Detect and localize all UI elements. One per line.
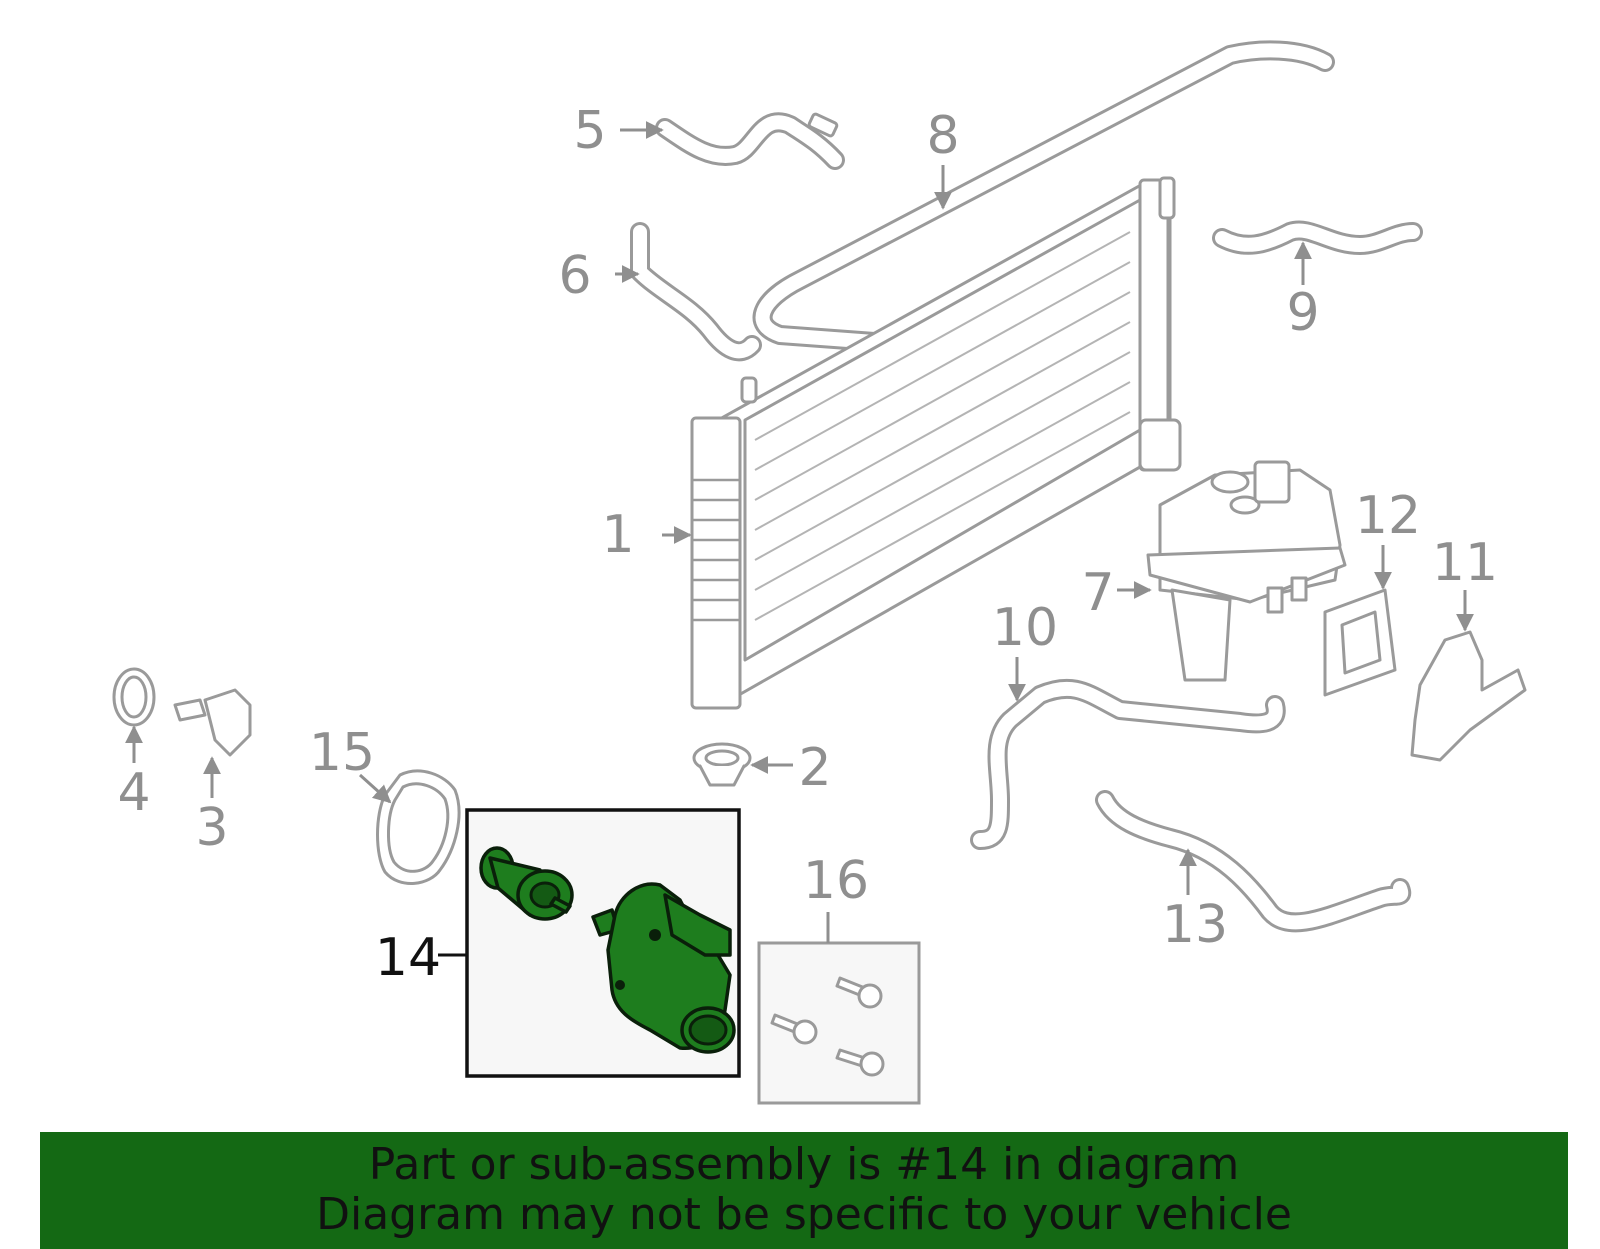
part-1-radiator[interactable] <box>690 176 1182 710</box>
callout-7[interactable]: 7 <box>1081 563 1114 623</box>
callout-1[interactable]: 1 <box>601 505 634 565</box>
callout-13[interactable]: 13 <box>1162 895 1228 955</box>
callout-5[interactable]: 5 <box>573 101 606 161</box>
part-9-hose[interactable] <box>1212 220 1423 255</box>
part-10-lower-hose[interactable] <box>970 678 1286 850</box>
banner-line-2: Diagram may not be specific to your vehi… <box>316 1189 1292 1240</box>
part-14-thermostat-housing[interactable] <box>591 882 736 1054</box>
part-16-bolts[interactable] <box>770 976 885 1077</box>
callout-12[interactable]: 12 <box>1355 486 1421 546</box>
part-7-reservoir[interactable] <box>1146 460 1347 682</box>
leader-lines <box>125 121 1474 957</box>
part-5-hose[interactable] <box>655 112 845 170</box>
callout-15[interactable]: 15 <box>309 723 375 783</box>
callout-11[interactable]: 11 <box>1432 533 1498 593</box>
part-3-drain-plug[interactable] <box>173 688 252 757</box>
callout-6[interactable]: 6 <box>558 246 591 306</box>
info-banner: Part or sub-assembly is #14 in diagram D… <box>40 1132 1568 1249</box>
callout-4[interactable]: 4 <box>117 763 150 823</box>
part-14-thermostat[interactable] <box>479 846 574 921</box>
part-2-seal[interactable] <box>692 742 752 787</box>
callout-8[interactable]: 8 <box>926 106 959 166</box>
part-11-bracket[interactable] <box>1410 630 1527 762</box>
callouts: 1 2 3 4 5 6 7 8 9 10 11 12 13 14 15 16 <box>117 101 1498 988</box>
callout-14[interactable]: 14 <box>375 928 441 988</box>
part-13-hose[interactable] <box>1095 790 1412 933</box>
callout-16[interactable]: 16 <box>803 851 869 911</box>
part-15-gasket[interactable] <box>376 769 461 886</box>
part-12-gasket[interactable] <box>1323 588 1397 697</box>
callout-2[interactable]: 2 <box>798 738 831 798</box>
part-6-hose[interactable] <box>630 222 762 362</box>
callout-3[interactable]: 3 <box>195 798 228 858</box>
callout-9[interactable]: 9 <box>1286 283 1319 343</box>
callout-10[interactable]: 10 <box>992 598 1058 658</box>
part-4-o-ring[interactable] <box>112 667 156 727</box>
banner-line-1: Part or sub-assembly is #14 in diagram <box>368 1139 1240 1190</box>
